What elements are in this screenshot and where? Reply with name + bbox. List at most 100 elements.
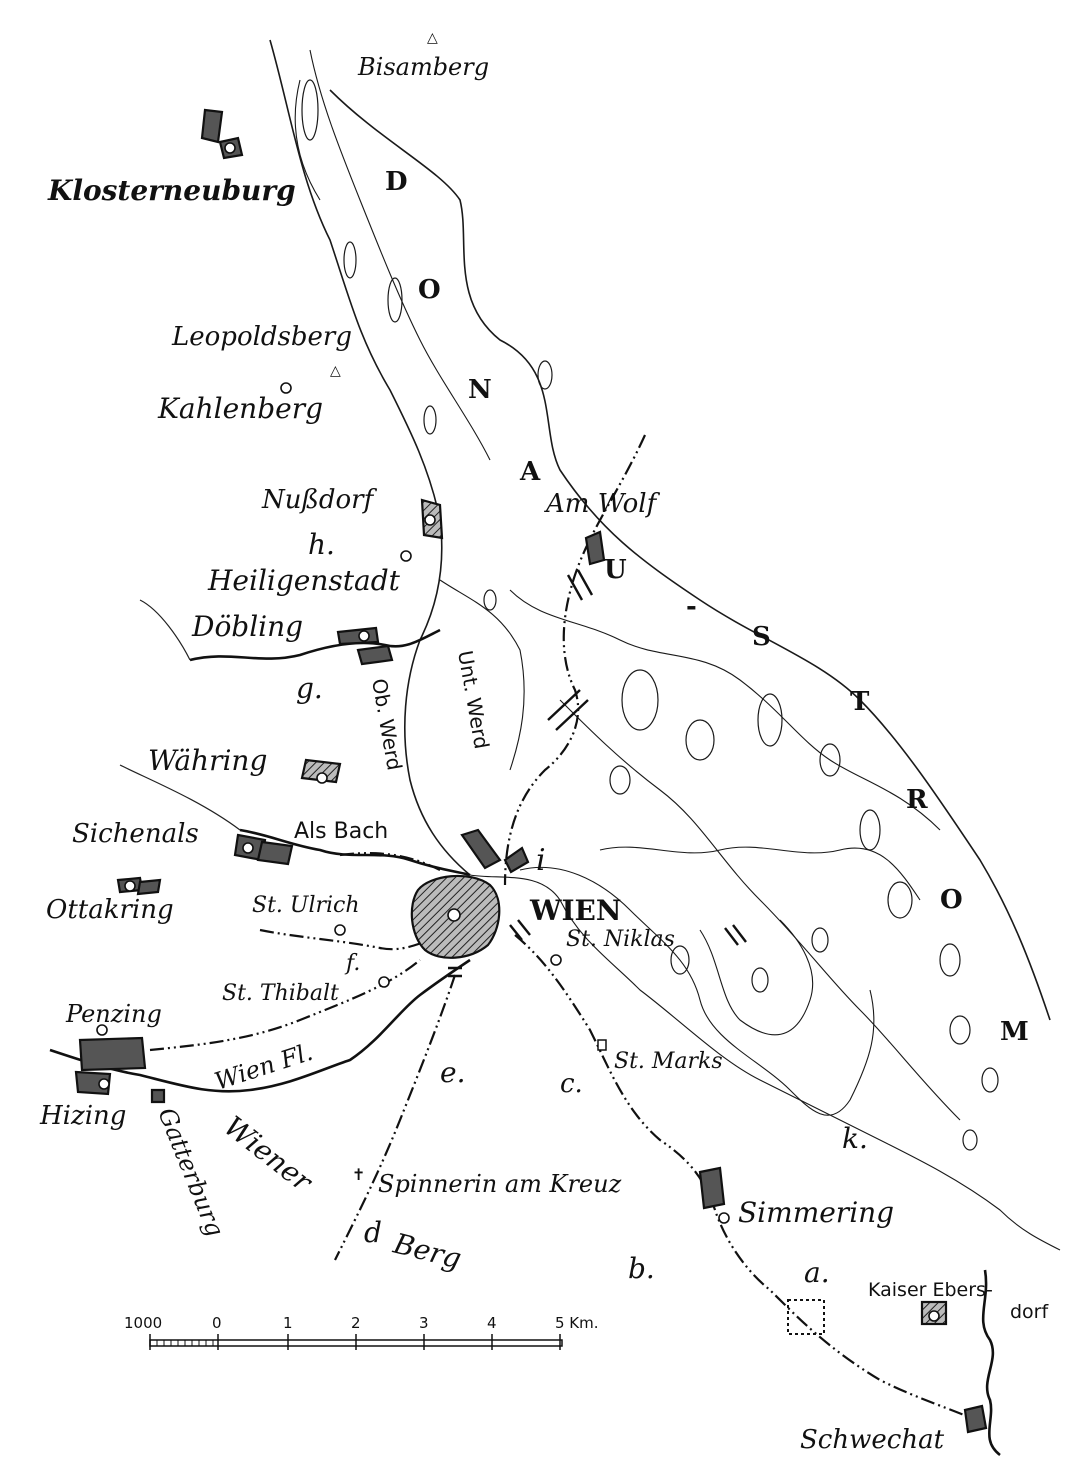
marker-i: i bbox=[536, 843, 546, 878]
bridge-4 bbox=[724, 924, 747, 946]
danube-arm-7 bbox=[294, 79, 321, 201]
danube-river bbox=[269, 39, 1061, 1251]
marker-c: c. bbox=[560, 1069, 583, 1099]
danube-arm-6 bbox=[309, 49, 491, 461]
marker-b: b. bbox=[628, 1252, 655, 1285]
label-waehring: Währing bbox=[148, 744, 267, 777]
river-letter: U bbox=[604, 555, 627, 585]
island-20 bbox=[811, 927, 829, 953]
island-10 bbox=[819, 743, 841, 777]
church-icon bbox=[358, 630, 370, 642]
church-icon bbox=[124, 880, 136, 892]
cross-icon: ✝ bbox=[352, 1165, 365, 1184]
label-doebling: Döbling bbox=[191, 610, 303, 643]
label-leopoldsberg: Leopoldsberg bbox=[171, 322, 352, 352]
island-8 bbox=[685, 719, 715, 761]
island-12 bbox=[887, 881, 913, 919]
waehring-block bbox=[300, 758, 342, 784]
label-gatterburg: Gatterburg bbox=[152, 1104, 229, 1241]
doebling-block bbox=[336, 626, 380, 646]
scale-label: 5 Km. bbox=[555, 1314, 599, 1332]
scale-bar: 1000 0 1 2 3 4 5 Km. bbox=[124, 1314, 599, 1350]
marker-k: k. bbox=[842, 1122, 868, 1155]
danube-arm-3 bbox=[559, 699, 961, 1121]
sichenals-block-2 bbox=[256, 840, 294, 866]
bridge-3 bbox=[509, 919, 531, 941]
label-schwechat: Schwechat bbox=[800, 1425, 945, 1455]
river-letter: O bbox=[418, 275, 441, 305]
island-11 bbox=[859, 809, 881, 851]
church-icon bbox=[424, 514, 436, 526]
island-3 bbox=[387, 277, 403, 323]
label-penzing: Penzing bbox=[65, 1000, 162, 1028]
bridge-1 bbox=[566, 569, 594, 601]
river-letter: - bbox=[686, 592, 697, 622]
island-13 bbox=[939, 943, 961, 977]
label-ob-werd: Ob. Werd bbox=[367, 677, 407, 772]
church-icon bbox=[242, 842, 254, 854]
doebling-brook bbox=[189, 628, 441, 662]
church-icon bbox=[447, 908, 461, 922]
label-st-thibalt: St. Thibalt bbox=[222, 981, 339, 1006]
label-spinnerin: Spinnerin am Kreuz bbox=[378, 1170, 622, 1198]
penzing-block bbox=[78, 1036, 147, 1072]
river-letter: T bbox=[850, 687, 870, 717]
label-nussdorf: Nußdorf bbox=[261, 485, 378, 515]
label-wien: WIEN bbox=[529, 894, 621, 927]
label-simmering: Simmering bbox=[738, 1196, 894, 1229]
route-e bbox=[334, 974, 457, 1261]
letter-markers: a. b. c. d e. f. g. h. i k. bbox=[296, 528, 868, 1289]
island-14 bbox=[949, 1015, 971, 1045]
doebling-brook-head bbox=[139, 599, 191, 661]
island-7 bbox=[621, 669, 659, 731]
gatterburg-block bbox=[150, 1088, 166, 1104]
wien-north-suburb bbox=[460, 828, 502, 870]
church-icon bbox=[334, 924, 346, 936]
island-18 bbox=[670, 945, 690, 975]
label-kaiser-ebersdorf-line2: dorf bbox=[1010, 1301, 1049, 1323]
label-st-marks: St. Marks bbox=[614, 1049, 723, 1074]
church-icon bbox=[280, 382, 292, 394]
island-9 bbox=[757, 693, 783, 747]
bridge-2 bbox=[547, 689, 589, 731]
danube-arm-1 bbox=[469, 874, 1061, 1251]
bridges bbox=[448, 569, 747, 978]
river-letter: M bbox=[1000, 1017, 1029, 1047]
mountain-peak-icon: △ bbox=[427, 30, 438, 46]
church-symbols: △ △ ✝ bbox=[96, 30, 940, 1322]
route-als-bach bbox=[339, 852, 441, 871]
klosterneuburg-block bbox=[200, 108, 224, 144]
island-19 bbox=[751, 967, 769, 993]
doebling-block-2 bbox=[356, 644, 394, 666]
label-als-bach: Als Bach bbox=[294, 819, 388, 844]
label-heiligenstadt: Heiligenstadt bbox=[207, 564, 401, 597]
danube-arm-9 bbox=[599, 846, 921, 901]
church-icon bbox=[96, 1024, 108, 1036]
schwechat-river bbox=[981, 1269, 1001, 1457]
danube-west-bank bbox=[269, 39, 471, 876]
island-17 bbox=[609, 765, 631, 795]
island-1 bbox=[301, 79, 319, 141]
danube-arm-5 bbox=[699, 919, 814, 1036]
wien-leopoldstadt bbox=[503, 846, 530, 874]
label-berg: Berg bbox=[389, 1227, 464, 1276]
island-4 bbox=[423, 405, 437, 435]
danube-east-bank bbox=[329, 89, 1051, 1021]
danube-arm-4 bbox=[519, 866, 875, 1116]
simmering-block bbox=[698, 1166, 726, 1210]
als-bach bbox=[239, 828, 471, 877]
island-6 bbox=[537, 360, 553, 390]
island-5 bbox=[483, 589, 497, 611]
island-2 bbox=[343, 241, 357, 279]
am-wolf-block bbox=[584, 530, 606, 566]
church-icon bbox=[718, 1212, 730, 1224]
marker-f: f. bbox=[344, 951, 360, 976]
church-icon bbox=[550, 954, 562, 966]
marker-e: e. bbox=[440, 1056, 465, 1089]
route-c-to-schwechat bbox=[514, 934, 976, 1421]
river-letter: S bbox=[752, 622, 771, 652]
scale-label: 3 bbox=[419, 1314, 429, 1332]
label-sichenals: Sichenals bbox=[72, 819, 199, 849]
danube-arm-2 bbox=[509, 589, 941, 831]
